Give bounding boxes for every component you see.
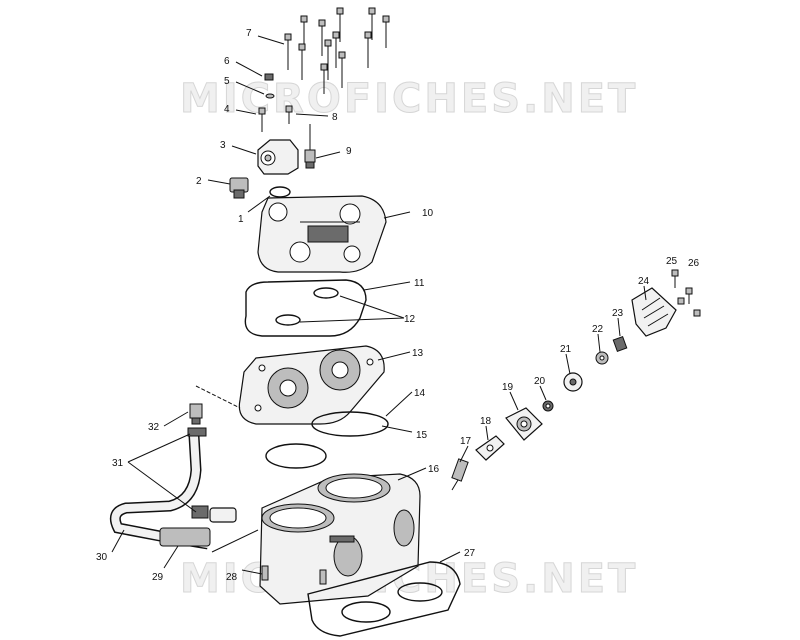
hose-connector <box>209 507 237 523</box>
thermostat <box>229 177 249 199</box>
washer <box>265 93 275 99</box>
hose-fitting <box>159 527 211 547</box>
callout-19: 19 <box>502 382 514 393</box>
head-bolts <box>284 7 390 94</box>
callout-14: 14 <box>414 388 426 399</box>
thermostat-o-ring <box>269 186 291 198</box>
callout-10: 10 <box>422 208 434 219</box>
callout-2: 2 <box>196 176 202 187</box>
callout-8: 8 <box>332 112 338 123</box>
callout-24: 24 <box>638 276 650 287</box>
cylinder-head <box>238 345 385 425</box>
callout-numbers: 7 6 5 4 8 3 9 2 1 10 11 12 13 14 15 16 2… <box>96 28 700 583</box>
base-gasket-hole-rear <box>397 582 443 602</box>
callout-13: 13 <box>412 348 424 359</box>
valve-gasket <box>475 435 505 461</box>
cylinder-gasket-rear <box>311 411 389 437</box>
combustion-o-ring-front <box>275 314 301 326</box>
valve-cover-screws <box>671 269 701 317</box>
callout-17: 17 <box>460 436 472 447</box>
valve-housing <box>505 407 543 441</box>
cylinder-studs <box>261 565 327 585</box>
spark-plug <box>451 458 469 491</box>
callout-15: 15 <box>416 430 428 441</box>
valve-retainer <box>595 351 609 365</box>
callout-22: 22 <box>592 324 604 335</box>
combustion-o-ring-rear <box>313 287 339 299</box>
hex-nut <box>264 73 274 81</box>
valve-diaphragm <box>563 372 583 392</box>
head-o-ring-large <box>244 279 367 337</box>
leader-lines <box>111 35 647 575</box>
valve-seal <box>542 400 554 412</box>
cylinder-block <box>259 473 421 605</box>
callout-12: 12 <box>404 314 416 325</box>
callout-31: 31 <box>112 458 124 469</box>
callout-30: 30 <box>96 552 108 563</box>
callout-28: 28 <box>226 572 238 583</box>
callout-25: 25 <box>666 256 678 267</box>
callout-11: 11 <box>414 278 425 289</box>
valve-spring <box>612 336 628 352</box>
callout-21: 21 <box>560 344 572 355</box>
watermark-top: MICROFICHES.NET <box>180 76 638 122</box>
callout-3: 3 <box>220 140 226 151</box>
callout-1: 1 <box>238 214 244 225</box>
callout-23: 23 <box>612 308 624 319</box>
callout-18: 18 <box>480 416 492 427</box>
water-hose <box>111 435 209 548</box>
valve-cover <box>631 287 677 337</box>
base-gasket-hole-front <box>341 601 391 623</box>
hose-fitting-elbow <box>189 403 203 425</box>
hose-clamp-lower <box>191 505 209 519</box>
cylinder-head-cover <box>257 195 387 273</box>
callout-4: 4 <box>224 104 230 115</box>
callout-16: 16 <box>428 464 440 475</box>
outlet-bolt <box>258 105 293 132</box>
temperature-sensor <box>304 124 316 169</box>
callout-26: 26 <box>688 258 700 269</box>
callout-29: 29 <box>152 572 164 583</box>
hose-clamp-upper <box>187 427 207 437</box>
water-outlet-housing <box>257 139 299 175</box>
cylinder-gasket-front <box>265 443 327 469</box>
cylinder-base-gasket <box>307 561 461 637</box>
callout-20: 20 <box>534 376 546 387</box>
callout-6: 6 <box>224 56 230 67</box>
callout-7: 7 <box>246 28 252 39</box>
callout-9: 9 <box>346 146 352 157</box>
callout-32: 32 <box>148 422 160 433</box>
callout-27: 27 <box>464 548 476 559</box>
callout-5: 5 <box>224 76 230 87</box>
